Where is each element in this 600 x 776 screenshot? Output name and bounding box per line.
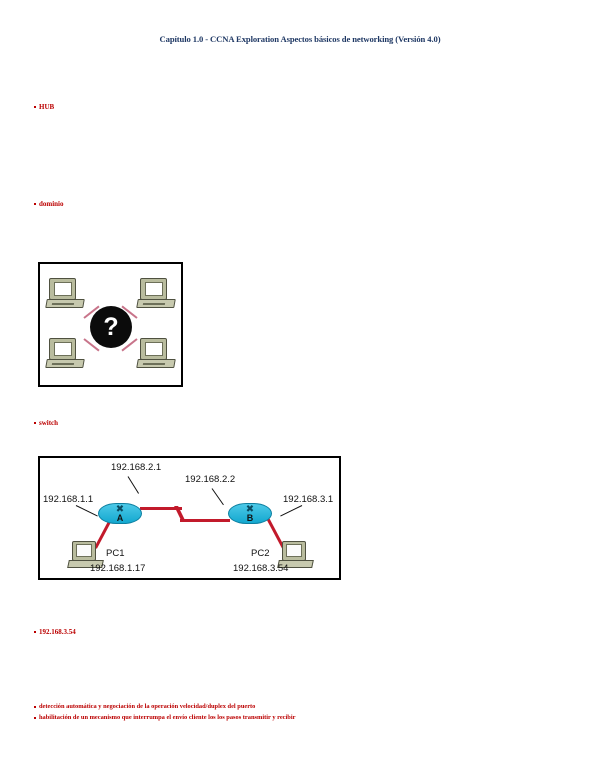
computer-screen — [144, 341, 163, 356]
figure-unknown-network-canvas: ? — [40, 264, 181, 385]
bullet-marker-icon — [34, 203, 36, 205]
bullet-heading-dominio-label: dominio — [39, 200, 64, 208]
unknown-cloud-question-icon: ? — [90, 306, 132, 348]
computer-base-line — [142, 363, 166, 365]
ip-label-router-a-lan: 192.168.1.1 — [43, 494, 94, 505]
bullet-heading-ip-label: 192.168.3.54 — [39, 628, 76, 636]
computer-monitor — [140, 338, 167, 360]
bullet-marker-icon — [34, 106, 36, 108]
wan-link-segment-2 — [180, 519, 230, 522]
bullet-marker-icon — [34, 716, 36, 719]
bullet-heading-hub-label: HUB — [39, 103, 55, 111]
bullet-heading-ip: 192.168.3.54 — [34, 628, 76, 636]
pc1-computer-icon — [67, 541, 106, 571]
router-b-glyph: ✖ — [245, 504, 255, 515]
bullet-heading-hub: HUB — [34, 103, 54, 111]
computer-base-line — [51, 303, 75, 305]
computer-monitor — [72, 541, 96, 561]
bullet-heading-switch-label: switch — [39, 419, 59, 427]
computer-icon-top-left — [45, 278, 86, 312]
computer-screen — [144, 281, 163, 296]
bullet-feature-1: detección automática y negociación de la… — [34, 703, 255, 710]
computer-monitor — [282, 541, 306, 561]
computer-screen — [286, 544, 302, 557]
leader-line-router-a-lan — [75, 505, 98, 517]
router-b-label: B — [246, 513, 254, 523]
computer-monitor — [140, 278, 167, 300]
ip-label-router-b-serial: 192.168.2.2 — [185, 474, 236, 485]
computer-monitor — [49, 338, 76, 360]
router-a-glyph: ✖ — [115, 504, 125, 515]
bullet-heading-switch: switch — [34, 419, 58, 427]
page-title: Capítulo 1.0 - CCNA Exploration Aspectos… — [159, 34, 441, 44]
pc2-computer-icon — [277, 541, 316, 571]
ip-label-router-b-lan: 192.168.3.1 — [283, 494, 334, 505]
pc2-name-label: PC2 — [251, 548, 270, 559]
leader-line-router-b-lan — [280, 505, 303, 517]
figure-router-topology: ✖ A ✖ B — [38, 456, 341, 580]
router-a-icon: ✖ A — [98, 503, 142, 524]
computer-icon-bottom-left — [45, 338, 86, 372]
bullet-feature-2: habilitación de un mecanismo que interru… — [34, 714, 295, 721]
computer-icon-bottom-right — [136, 338, 177, 372]
pc2-ip-label: 192.168.3.54 — [233, 563, 289, 574]
computer-screen — [76, 544, 92, 557]
figure-unknown-network: ? — [38, 262, 183, 387]
bullet-marker-icon — [34, 631, 36, 633]
router-b-icon: ✖ B — [228, 503, 272, 524]
bullet-heading-dominio: dominio — [34, 200, 64, 208]
computer-icon-top-right — [136, 278, 177, 312]
computer-monitor — [49, 278, 76, 300]
computer-base-line — [51, 363, 75, 365]
wan-link-segment-1 — [140, 507, 182, 510]
pc1-ip-label: 192.168.1.17 — [90, 563, 146, 574]
leader-line-router-a-serial — [127, 476, 140, 494]
computer-screen — [53, 281, 72, 296]
bullet-feature-2-label: habilitación de un mecanismo que interru… — [39, 714, 296, 721]
bullet-feature-1-label: detección automática y negociación de la… — [39, 703, 256, 710]
ip-label-router-a-serial: 192.168.2.1 — [111, 462, 162, 473]
bullet-marker-icon — [34, 705, 36, 708]
router-a-label: A — [116, 513, 124, 523]
bullet-marker-icon — [34, 422, 36, 424]
leader-line-router-b-serial — [211, 488, 224, 506]
computer-base-line — [142, 303, 166, 305]
figure-router-topology-canvas: ✖ A ✖ B — [40, 458, 339, 578]
computer-screen — [53, 341, 72, 356]
pc1-name-label: PC1 — [106, 548, 125, 559]
